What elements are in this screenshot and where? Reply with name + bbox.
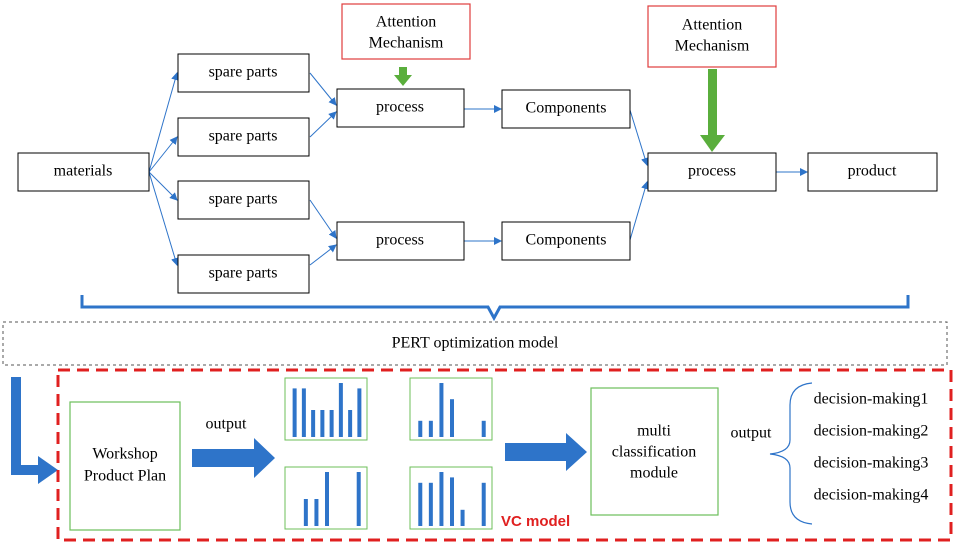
- mini-chart-3-bar-3: [314, 499, 319, 526]
- mini-chart-2-bar-7: [481, 420, 486, 437]
- attention-right-line1: Attention: [682, 17, 742, 34]
- connectors: [148, 72, 808, 266]
- components-node-bottom: Components: [501, 221, 631, 261]
- attention-arrows: [394, 67, 725, 152]
- attention-left-line2: Mechanism: [369, 35, 444, 52]
- spare-parts-node-4: spare parts: [177, 254, 310, 294]
- decision-2: decision-making2: [814, 423, 929, 440]
- materials-label: materials: [54, 163, 113, 180]
- mini-chart-3-bar-2: [303, 499, 308, 526]
- classifier-line3: module: [630, 465, 678, 482]
- process-node-bottom: process: [336, 221, 465, 261]
- pert-box: PERT optimization model: [2, 321, 948, 366]
- attention-box-right: Attention Mechanism: [647, 5, 777, 68]
- mini-chart-1-bar-7: [348, 410, 353, 437]
- vc-frame: [56, 368, 953, 542]
- process-node-top: process: [336, 88, 465, 128]
- workshop-line2: Product Plan: [84, 468, 166, 485]
- mini-chart-2-bar-3: [439, 383, 444, 437]
- pert-brace: [80, 295, 910, 322]
- mini-chart-4-bar-4: [450, 477, 454, 526]
- decision-1: decision-making1: [814, 391, 929, 408]
- mini-chart-4-bar-3: [439, 472, 444, 526]
- classifier-box: multi classification module: [590, 387, 719, 516]
- classifier-line2: classification: [612, 444, 696, 461]
- spare-parts-label-1: spare parts: [209, 64, 278, 81]
- mini-chart-frame-1: [284, 377, 368, 441]
- mini-chart-3-bar-4: [325, 472, 329, 526]
- pert-label: PERT optimization model: [392, 335, 559, 352]
- mini-chart-1-bar-2: [301, 388, 306, 437]
- attention-left-line1: Attention: [376, 14, 436, 31]
- pert-to-vc-arrow: [11, 377, 58, 484]
- process-label-top: process: [376, 99, 424, 116]
- mini-charts: [284, 377, 493, 530]
- mini-chart-2-bar-4: [450, 399, 454, 437]
- spare-parts-node-1: spare parts: [177, 53, 310, 93]
- product-node: product: [807, 152, 938, 192]
- attention-right-line2: Mechanism: [675, 38, 750, 55]
- mini-chart-2-bar-1: [418, 420, 423, 437]
- spare-parts-node-2: spare parts: [177, 117, 310, 157]
- spare-parts-label-2: spare parts: [209, 128, 278, 145]
- decision-4: decision-making4: [814, 487, 929, 504]
- attention-box-left: Attention Mechanism: [341, 3, 471, 60]
- mini-chart-1-bar-8: [357, 388, 362, 437]
- mini-chart-4-bar-1: [418, 482, 423, 526]
- output-arrow-left: [192, 438, 275, 478]
- output-label-right: output: [731, 425, 772, 442]
- mini-chart-1-bar-1: [292, 388, 297, 437]
- mini-chart-1-bar-6: [338, 383, 343, 437]
- classifier-arrow: [505, 433, 587, 471]
- mini-chart-4-bar-2: [428, 482, 433, 526]
- workshop-box: Workshop Product Plan: [69, 401, 181, 531]
- mini-chart-1-bar-4: [320, 410, 325, 437]
- spare-parts-label-4: spare parts: [209, 265, 278, 282]
- components-node-top: Components: [501, 89, 631, 129]
- classifier-line1: multi: [637, 423, 671, 440]
- output-label-left: output: [206, 416, 247, 433]
- process-node-final: process: [647, 152, 777, 192]
- components-label-bottom: Components: [526, 232, 607, 249]
- mini-chart-1-bar-5: [329, 410, 334, 437]
- mini-chart-4-bar-7: [481, 482, 486, 526]
- workshop-line1: Workshop: [92, 446, 157, 463]
- process-label-bottom: process: [376, 232, 424, 249]
- mini-chart-1-bar-3: [311, 410, 316, 437]
- materials-node: materials: [17, 152, 150, 192]
- product-label: product: [848, 163, 897, 180]
- mini-chart-2-bar-2: [428, 420, 433, 437]
- mini-chart-3-bar-7: [356, 472, 361, 526]
- mini-chart-4-bar-5: [460, 509, 465, 526]
- spare-parts-node-3: spare parts: [177, 180, 310, 220]
- decision-3: decision-making3: [814, 455, 929, 472]
- vc-model-label: VC model: [501, 513, 570, 530]
- spare-parts-label-3: spare parts: [209, 191, 278, 208]
- components-label-top: Components: [526, 100, 607, 117]
- process-label-final: process: [688, 163, 736, 180]
- decision-brace: [769, 382, 813, 525]
